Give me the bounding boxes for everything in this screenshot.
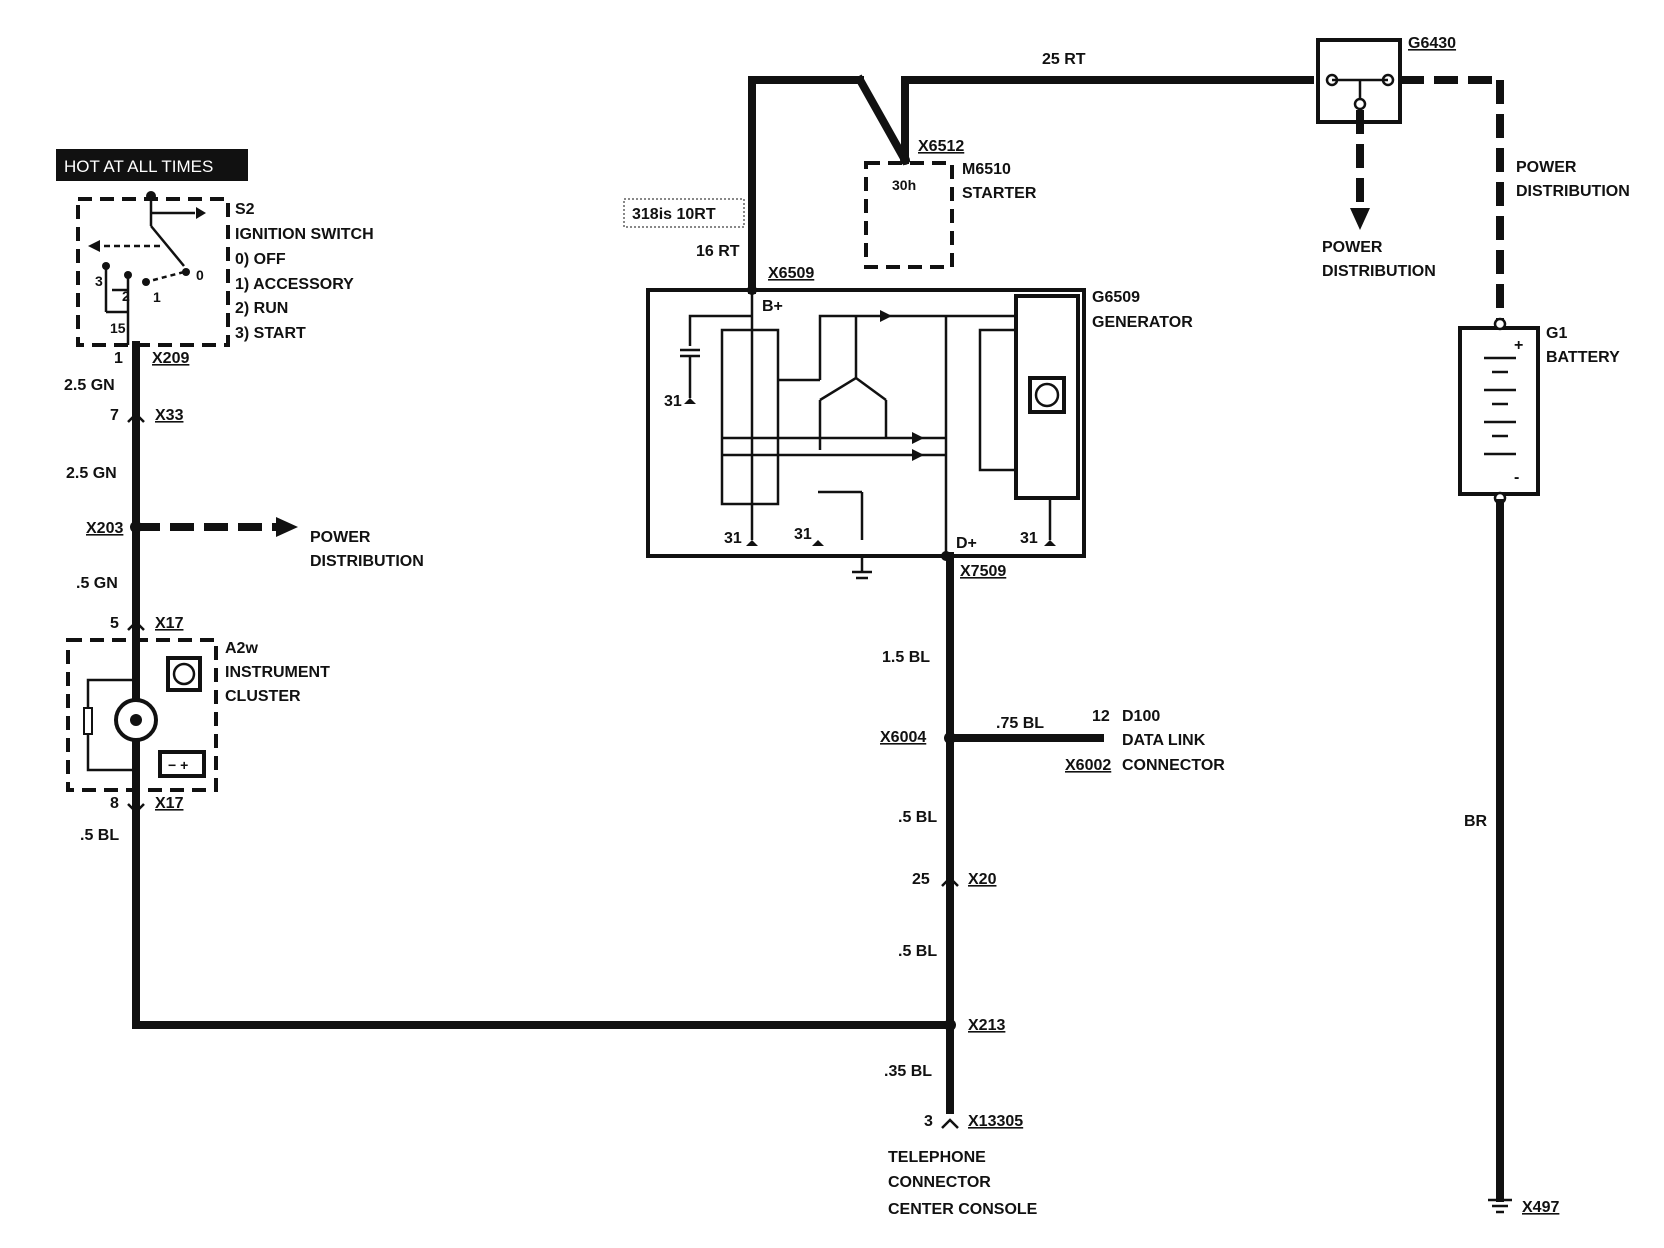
- x33-pin: 7: [110, 407, 119, 424]
- connector-x33: X33: [155, 407, 184, 424]
- power-distribution-right-2: DISTRIBUTION: [1516, 183, 1630, 200]
- ignition-position-start: 3) START: [235, 325, 306, 342]
- connector-x17-top: X17: [155, 615, 184, 632]
- power-distribution-center-2: DISTRIBUTION: [1322, 263, 1436, 280]
- generator-ground-1: 31: [664, 393, 682, 410]
- generator: 31 31 31 31 B+ D+ X6509 X7509 G6509 GENE…: [646, 265, 1193, 580]
- connector-x6509: X6509: [768, 265, 814, 282]
- telephone-connector-2: CONNECTOR: [888, 1174, 991, 1191]
- battery-plus: +: [1514, 337, 1523, 354]
- connector-x209: X209: [152, 350, 189, 367]
- generator-ground-4: 31: [1020, 530, 1038, 547]
- ignition-pin-0: 0: [196, 267, 204, 283]
- connector-x13305: X13305: [968, 1113, 1023, 1130]
- battery-name: BATTERY: [1546, 349, 1620, 366]
- power-distribution-block-g6430: G6430 POWER DISTRIBUTION POWER DISTRIBUT…: [1316, 35, 1630, 280]
- telephone-connector-1: TELEPHONE: [888, 1149, 986, 1166]
- ignition-pin-15: 15: [110, 320, 126, 336]
- warning-lamp-icon: [166, 656, 202, 692]
- ignition-position-off: 0) OFF: [235, 251, 286, 268]
- ignition-pin-3: 3: [95, 273, 103, 289]
- instrument-cluster-name-1: INSTRUMENT: [225, 664, 330, 681]
- connector-x20: X20: [968, 871, 997, 888]
- generator-b-plus: B+: [762, 298, 783, 315]
- dlc-name-2: CONNECTOR: [1122, 757, 1225, 774]
- generator-id: G6509: [1092, 289, 1140, 306]
- wire-br: BR: [1464, 813, 1488, 830]
- battery-lamp-icon: [158, 750, 206, 778]
- starter-terminal-30h: 30h: [892, 177, 916, 193]
- connector-x6002: X6002: [1065, 757, 1111, 774]
- connector-x213: X213: [968, 1017, 1005, 1034]
- ignition-position-run: 2) RUN: [235, 300, 288, 317]
- svg-text:− +: − +: [168, 757, 188, 773]
- x13305-pin: 3: [924, 1113, 933, 1130]
- generator-d-plus: D+: [956, 535, 977, 552]
- power-distribution-left-1: POWER: [310, 529, 371, 546]
- ignition-switch-id: S2: [235, 201, 255, 218]
- x17-top-pin: 5: [110, 615, 119, 632]
- instrument-cluster-id: A2w: [225, 640, 258, 657]
- wire-0-5-bl-left: .5 BL: [80, 827, 119, 844]
- regulator-lamp-icon: [1028, 376, 1066, 414]
- ignition-out-pin: 1: [114, 350, 123, 367]
- x17-bottom-pin: 8: [110, 795, 119, 812]
- hot-at-all-times-label: HOT AT ALL TIMES: [56, 149, 248, 181]
- generator-ground-3: 31: [794, 526, 812, 543]
- battery: + - G1 BATTERY BR X497: [1458, 317, 1620, 1216]
- connector-x6004: X6004: [880, 729, 926, 746]
- left-wire-run: 2.5 GN 7 X33 2.5 GN X203 POWER DISTRIBUT…: [64, 341, 954, 1029]
- wire-0-5-bl-lower: .5 BL: [898, 943, 937, 960]
- ignition-switch: 3 2 1 0 15 S2 IGNITION SWITCH 0) OFF 1) …: [76, 191, 374, 367]
- ignition-pin-1: 1: [153, 289, 161, 305]
- power-distribution-left-2: DISTRIBUTION: [310, 553, 424, 570]
- dlc-pin-12: 12: [1092, 708, 1110, 725]
- instrument-cluster: − + A2w INSTRUMENT CLUSTER: [66, 638, 330, 792]
- starter-name: STARTER: [962, 185, 1037, 202]
- wire-1-5-bl: 1.5 BL: [882, 649, 930, 666]
- wire-2-5-gn-upper: 2.5 GN: [64, 377, 115, 394]
- power-distribution-right-1: POWER: [1516, 159, 1577, 176]
- generator-name: GENERATOR: [1092, 314, 1193, 331]
- wire-0-35-bl: .35 BL: [884, 1063, 932, 1080]
- wire-16-rt: 16 RT: [696, 243, 740, 260]
- starter-id: M6510: [962, 161, 1011, 178]
- connector-x497: X497: [1522, 1199, 1559, 1216]
- dlc-name-1: DATA LINK: [1122, 732, 1206, 749]
- telephone-connector-3: CENTER CONSOLE: [888, 1201, 1038, 1218]
- battery-minus: -: [1514, 469, 1519, 486]
- battery-id: G1: [1546, 325, 1567, 342]
- connector-x6512: X6512: [918, 138, 964, 155]
- instrument-cluster-name-2: CLUSTER: [225, 688, 301, 705]
- dlc-id: D100: [1122, 708, 1160, 725]
- wire-25-rt: 25 RT: [1042, 51, 1086, 68]
- generator-ground-2: 31: [724, 530, 742, 547]
- power-distribution-center-1: POWER: [1322, 239, 1383, 256]
- wire-0-5-gn: .5 GN: [76, 575, 118, 592]
- top-power-wires: 318is 10RT 16 RT 25 RT: [623, 51, 1504, 320]
- connector-markers: [127, 412, 959, 1129]
- ignition-pin-2: 2: [122, 288, 130, 304]
- center-wire-run: 1.5 BL X6004 .75 BL 12 D100 DATA LINK X6…: [880, 552, 1225, 1218]
- svg-text:HOT AT ALL TIMES: HOT AT ALL TIMES: [64, 157, 213, 176]
- ignition-switch-name: IGNITION SWITCH: [235, 226, 374, 243]
- wire-2-5-gn-lower: 2.5 GN: [66, 465, 117, 482]
- connector-x7509: X7509: [960, 563, 1006, 580]
- starter-motor: X6512 M6510 STARTER 30h: [864, 138, 1037, 269]
- connector-x203: X203: [86, 520, 123, 537]
- x20-pin: 25: [912, 871, 930, 888]
- g6430-id: G6430: [1408, 35, 1456, 52]
- variant-label-318is: 318is 10RT: [632, 206, 716, 223]
- ignition-position-accessory: 1) ACCESSORY: [235, 276, 354, 293]
- wire-0-75-bl: .75 BL: [996, 715, 1044, 732]
- connector-x17-bottom: X17: [155, 795, 184, 812]
- wire-0-5-bl-upper: .5 BL: [898, 809, 937, 826]
